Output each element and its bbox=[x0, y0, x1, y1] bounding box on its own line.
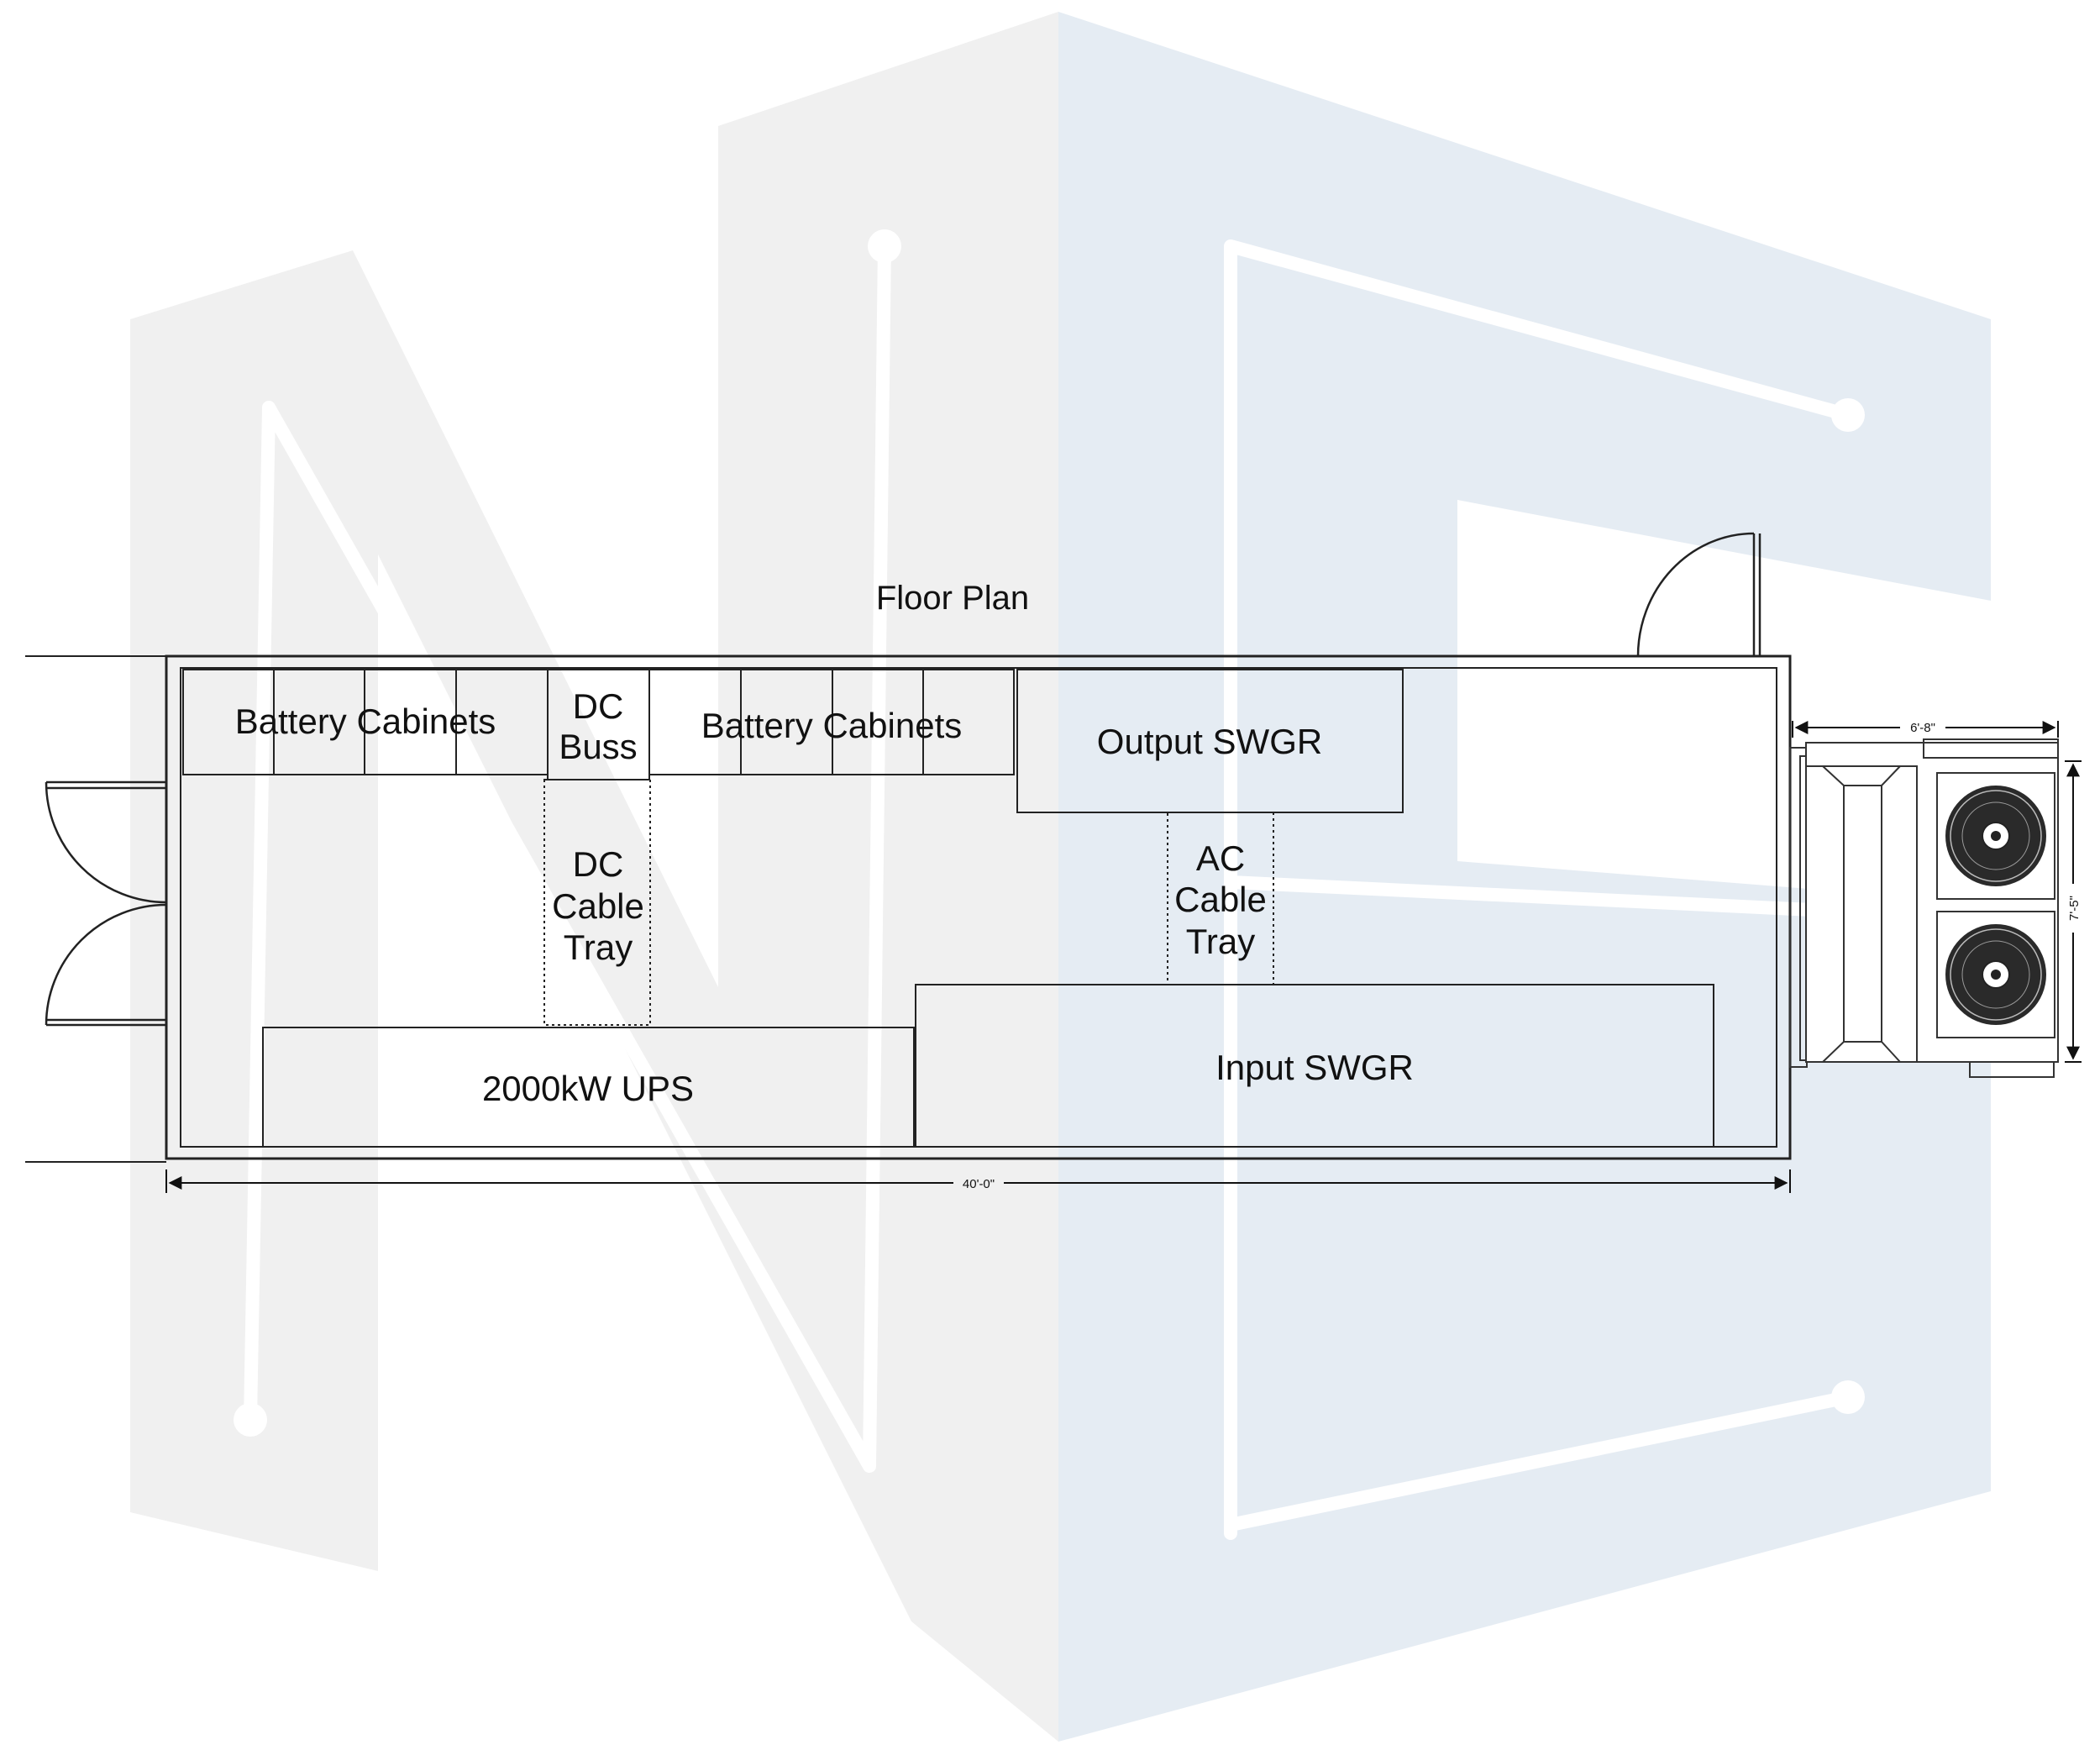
watermark-n-shape bbox=[130, 12, 1058, 1742]
dc-cable-tray-box bbox=[543, 779, 651, 1026]
input-swgr-label: Input SWGR bbox=[1215, 1048, 1414, 1087]
battery-cabinets-right bbox=[648, 669, 1015, 775]
door-swing-icon bbox=[1636, 532, 1761, 657]
hvac-width-label: 6'-8" bbox=[1910, 721, 1935, 735]
dc-cable-tray-label-line3: Tray bbox=[564, 928, 633, 967]
input-swgr-box bbox=[915, 984, 1714, 1148]
dc-cable-tray-label-line1: DC bbox=[573, 844, 624, 884]
double-door-icon bbox=[45, 780, 167, 1027]
fan-icon bbox=[1945, 786, 2046, 886]
dc-buss-label-line1: DC bbox=[573, 686, 624, 726]
fan-icon bbox=[1945, 924, 2046, 1025]
hvac-depth-label-bg bbox=[2066, 884, 2081, 933]
ups-box bbox=[262, 1027, 915, 1148]
watermark-circuit-lines bbox=[244, 239, 1855, 1540]
watermark-e-shape bbox=[1058, 12, 1991, 1742]
ac-cable-tray-label-line3: Tray bbox=[1186, 922, 1255, 961]
ups-label: 2000kW UPS bbox=[482, 1069, 694, 1108]
ne-logo-watermark bbox=[130, 12, 1991, 1742]
hvac-unit bbox=[1789, 738, 2059, 1078]
dc-buss-label-line2: Buss bbox=[559, 727, 637, 766]
length-dimension-label: 40'-0" bbox=[963, 1177, 995, 1191]
battery-cabinets-left-label: Battery Cabinets bbox=[235, 702, 496, 741]
hvac-depth-label: 7'-5" bbox=[2067, 896, 2082, 921]
dc-cable-tray-label-line2: Cable bbox=[552, 886, 644, 926]
hvac-width-label-bg bbox=[1900, 719, 1945, 734]
ac-cable-tray-label-line2: Cable bbox=[1174, 880, 1267, 919]
left-extension-lines bbox=[25, 655, 166, 1163]
diagram-title: Floor Plan bbox=[876, 580, 1029, 617]
length-dimension-line bbox=[165, 1169, 1791, 1193]
battery-cabinets-right-label: Battery Cabinets bbox=[701, 706, 963, 745]
output-swgr-label: Output SWGR bbox=[1097, 722, 1322, 761]
ac-cable-tray-label-line1: AC bbox=[1196, 838, 1245, 878]
